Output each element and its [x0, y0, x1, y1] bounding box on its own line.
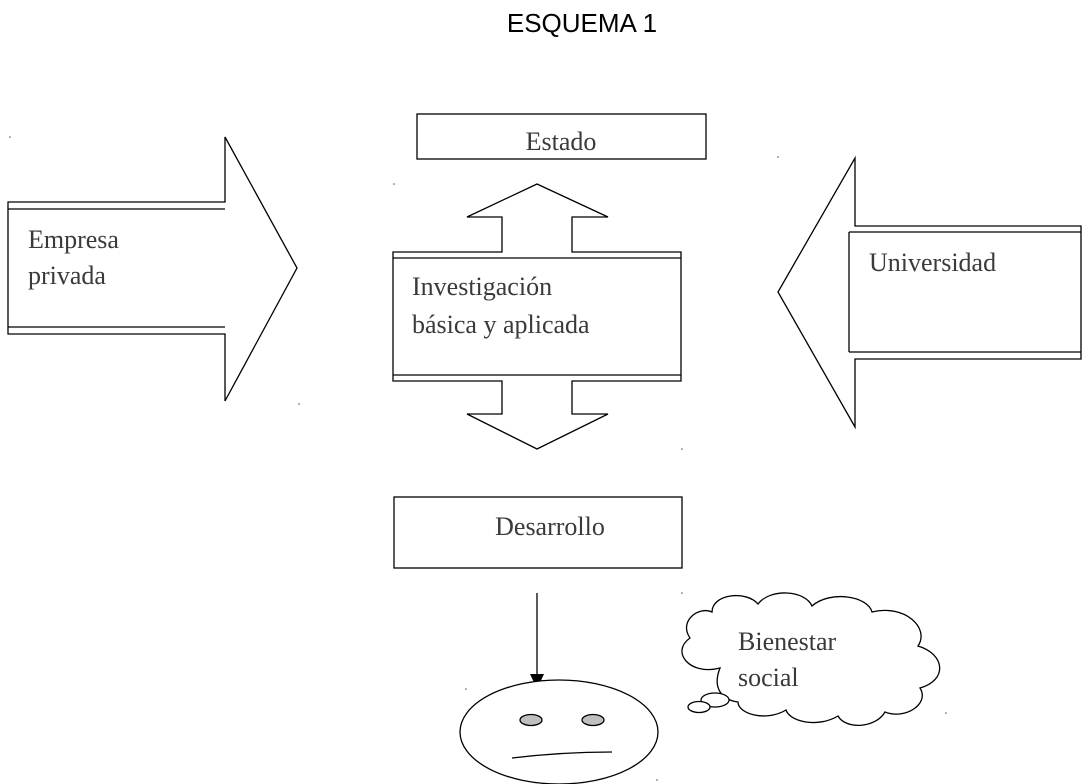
desarrollo-label: Desarrollo — [495, 512, 605, 541]
estado-box — [416, 113, 707, 160]
bienestar-thought-cloud: Bienestar social — [681, 592, 941, 727]
empresa-arrow-shape — [7, 136, 298, 402]
diagram-title: ESQUEMA 1 — [507, 8, 657, 38]
cloud-shape-icon — [681, 592, 941, 727]
smiley-face-icon — [459, 679, 659, 784]
universidad-arrow-shape — [777, 155, 1082, 430]
empresa-label-line2: privada — [28, 261, 106, 290]
investigacion-double-arrow-shape — [392, 183, 682, 450]
investigacion-label-line1: Investigación — [412, 272, 552, 301]
arrow-to-face — [530, 593, 544, 689]
investigacion-node: Investigación básica y aplicada — [392, 183, 682, 450]
mouth — [511, 751, 613, 759]
left-eye — [519, 713, 543, 727]
bienestar-label-line1: Bienestar — [738, 627, 837, 656]
empresa-label-line1: Empresa — [28, 225, 119, 254]
desarrollo-node: Desarrollo — [393, 496, 683, 569]
face-outline — [459, 679, 659, 784]
estado-node: Estado — [416, 113, 707, 160]
scan-specks — [9, 136, 947, 781]
desarrollo-box — [393, 496, 683, 569]
empresa-privada-arrow: Empresa privada — [7, 136, 298, 402]
bienestar-label-line2: social — [738, 663, 799, 692]
thought-bubble-smaller — [687, 700, 711, 714]
right-eye — [581, 713, 605, 727]
estado-label: Estado — [526, 127, 597, 156]
universidad-label: Universidad — [869, 248, 996, 277]
investigacion-label-line2: básica y aplicada — [412, 310, 590, 339]
universidad-arrow: Universidad — [777, 155, 1082, 430]
